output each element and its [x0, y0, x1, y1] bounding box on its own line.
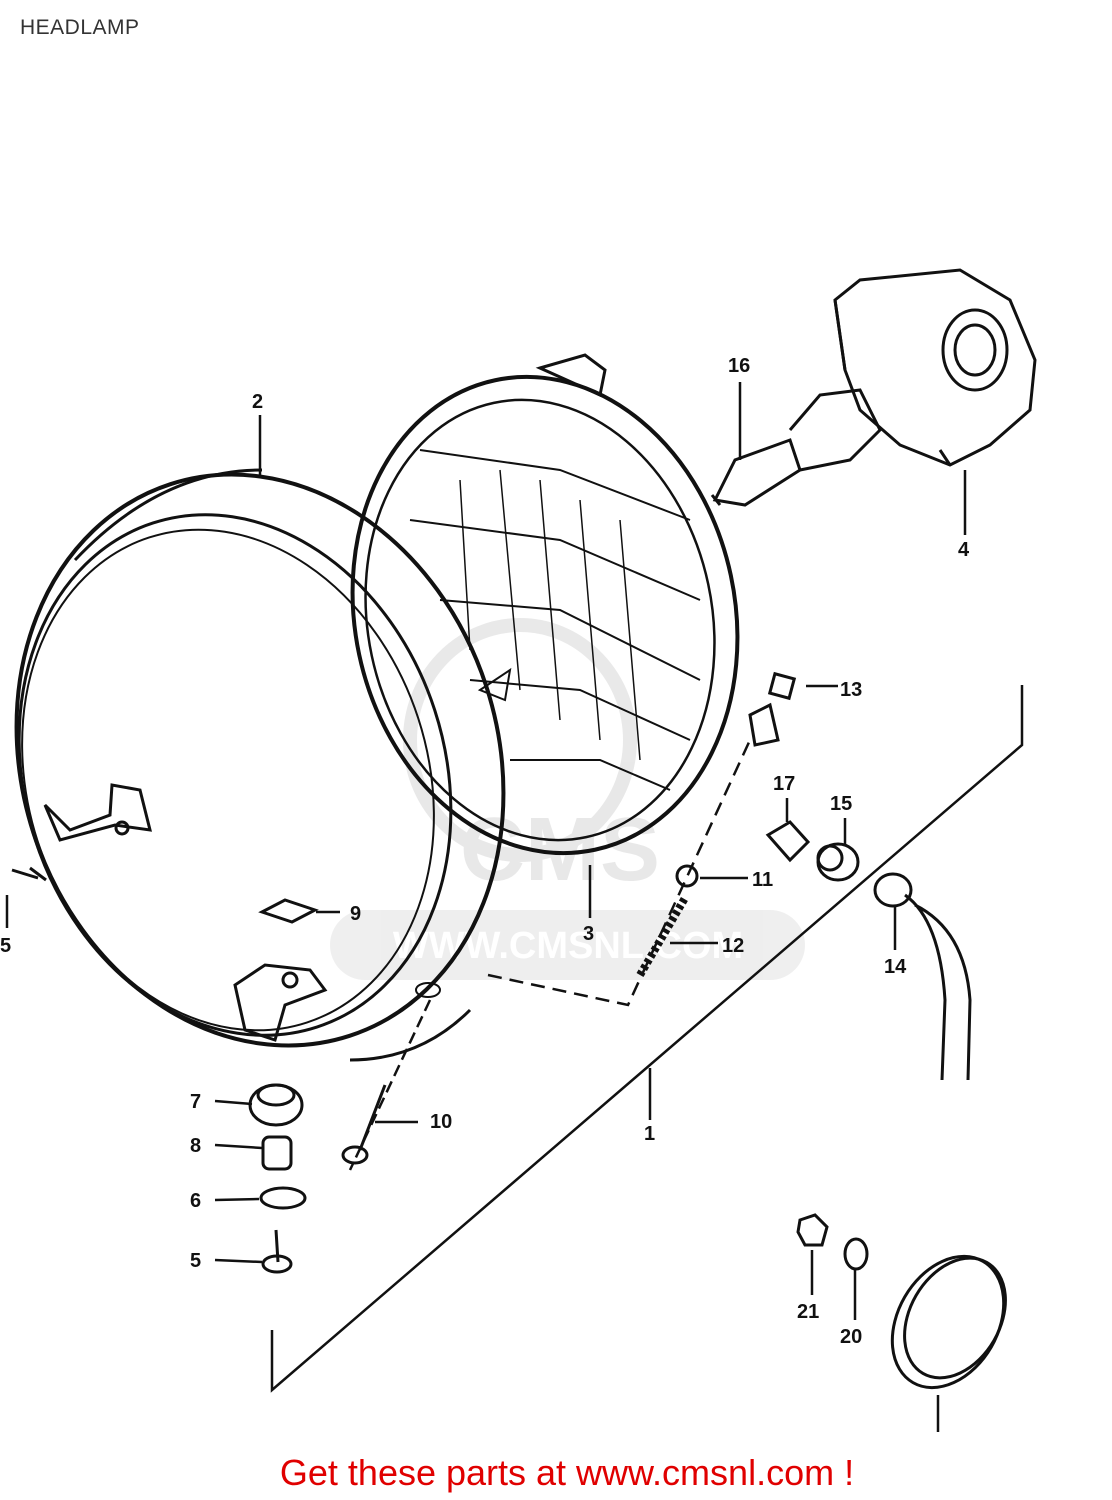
part-labels: 2 3 4 16 13 17 15 14 11 12 9 10 7 8 6 5 …: [0, 355, 970, 1440]
watermark-logo: CMS: [460, 800, 660, 900]
part-label: 5: [190, 1250, 201, 1272]
get-parts-link[interactable]: Get these parts at www.cmsnl.com !: [0, 1452, 1112, 1494]
part-label: 9: [350, 903, 361, 925]
part-label: 2: [252, 391, 263, 413]
bulb: [710, 388, 882, 507]
part-label: 3: [583, 923, 594, 945]
part-label: 14: [884, 956, 907, 978]
part-label: 1: [644, 1123, 655, 1145]
part-label: 13: [840, 679, 862, 701]
part-label: 4: [958, 539, 970, 561]
part-label: 11: [752, 869, 773, 891]
leader-lines: [5, 382, 967, 1432]
part-label: 10: [430, 1111, 452, 1133]
part-label: 6: [190, 1190, 201, 1212]
watermark-text: WWW.CMSNL.COM: [393, 925, 743, 967]
hardware: [11, 671, 1007, 1390]
socket-cover: [833, 268, 1037, 467]
lens-unit: [350, 353, 780, 856]
part-label: 7: [190, 1091, 201, 1113]
part-label: 5: [0, 935, 11, 957]
exploded-parts-diagram: CMS WWW.CMSNL.COM: [0, 268, 1037, 1440]
part-label: 16: [728, 355, 750, 377]
part-label: 15: [830, 793, 852, 815]
watermark: CMS WWW.CMSNL.COM: [330, 618, 805, 980]
part-label: 17: [773, 773, 795, 795]
part-label: 19: [924, 1438, 946, 1440]
assembly-outline: [270, 685, 1024, 1393]
page-title: HEADLAMP: [20, 16, 140, 39]
headlamp-rim: [14, 468, 506, 1062]
part-label: 12: [722, 935, 744, 957]
part-label: 8: [190, 1135, 201, 1157]
get-parts-link-text: Get these parts at www.cmsnl.com !: [279, 1452, 855, 1493]
part-label: 21: [797, 1301, 819, 1323]
part-label: 20: [840, 1326, 862, 1348]
